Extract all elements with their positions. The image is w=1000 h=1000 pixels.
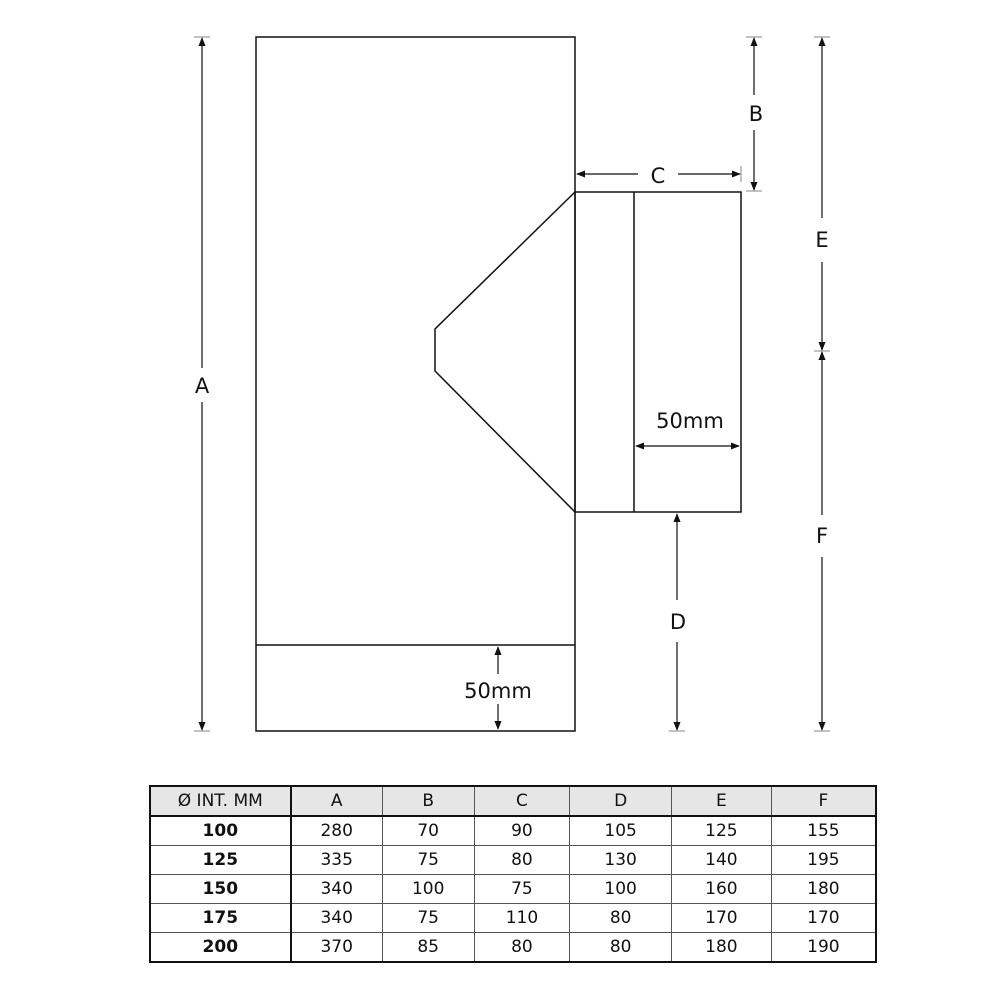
header-e: E [671, 785, 772, 817]
dimensions-table: Ø INT. MM A B C D E F 100 280 70 90 105 … [149, 785, 877, 963]
table-cell: 340 [290, 903, 383, 933]
header-d: D [569, 785, 673, 817]
table-cell: 280 [290, 815, 383, 846]
header-f: F [770, 785, 877, 817]
table-cell: 80 [569, 932, 673, 963]
table-cell: 130 [569, 845, 673, 875]
table-row: 100 280 70 90 105 125 155 [149, 815, 877, 846]
table-cell: 170 [671, 903, 772, 933]
table-row: 200 370 85 80 80 180 190 [149, 932, 877, 963]
table-cell: 160 [671, 874, 772, 904]
table-cell: 100 [149, 815, 292, 846]
table-cell: 180 [671, 932, 772, 963]
header-c: C [473, 785, 571, 817]
table-cell: 100 [569, 874, 673, 904]
table-cell: 90 [473, 815, 571, 846]
dimension-lines [194, 36, 830, 732]
table-cell: 195 [770, 845, 877, 875]
header-a: A [290, 785, 383, 817]
table-cell: 80 [473, 845, 571, 875]
table-cell: 75 [381, 845, 475, 875]
table-cell: 150 [149, 874, 292, 904]
table-row: 125 335 75 80 130 140 195 [149, 845, 877, 875]
table-cell: 75 [473, 874, 571, 904]
table-cell: 110 [473, 903, 571, 933]
branch-cone [434, 191, 576, 513]
table-cell: 370 [290, 932, 383, 963]
table-cell: 70 [381, 815, 475, 846]
table-cell: 105 [569, 815, 673, 846]
table-cell: 125 [671, 815, 772, 846]
table-cell: 170 [770, 903, 877, 933]
table-row: 175 340 75 110 80 170 170 [149, 903, 877, 933]
table-cell: 155 [770, 815, 877, 846]
table-cell: 190 [770, 932, 877, 963]
label-e: E [815, 228, 828, 252]
label-c: C [651, 164, 666, 188]
dimension-labels: A B C E F D 50mm 50mm [195, 102, 829, 703]
table-header-row: Ø INT. MM A B C D E F [149, 785, 877, 817]
table-cell: 180 [770, 874, 877, 904]
label-d: D [670, 610, 686, 634]
table-cell: 80 [569, 903, 673, 933]
table-cell: 140 [671, 845, 772, 875]
table-cell: 335 [290, 845, 383, 875]
label-a: A [195, 374, 210, 398]
table-cell: 100 [381, 874, 475, 904]
table-cell: 125 [149, 845, 292, 875]
table-cell: 75 [381, 903, 475, 933]
label-b: B [749, 102, 763, 126]
header-b: B [381, 785, 475, 817]
pipe-body [255, 36, 742, 732]
main-pipe [255, 36, 576, 732]
label-bottom-socket: 50mm [464, 679, 532, 703]
header-diameter: Ø INT. MM [149, 785, 292, 817]
label-branch-socket: 50mm [656, 409, 724, 433]
branch-outlet [574, 191, 742, 513]
table-cell: 80 [473, 932, 571, 963]
table-cell: 200 [149, 932, 292, 963]
table-cell: 85 [381, 932, 475, 963]
table-cell: 340 [290, 874, 383, 904]
table-row: 150 340 100 75 100 160 180 [149, 874, 877, 904]
table-cell: 175 [149, 903, 292, 933]
tee-pipe-drawing: A B C E F D 50mm 50mm [194, 36, 830, 732]
label-f: F [816, 524, 828, 548]
